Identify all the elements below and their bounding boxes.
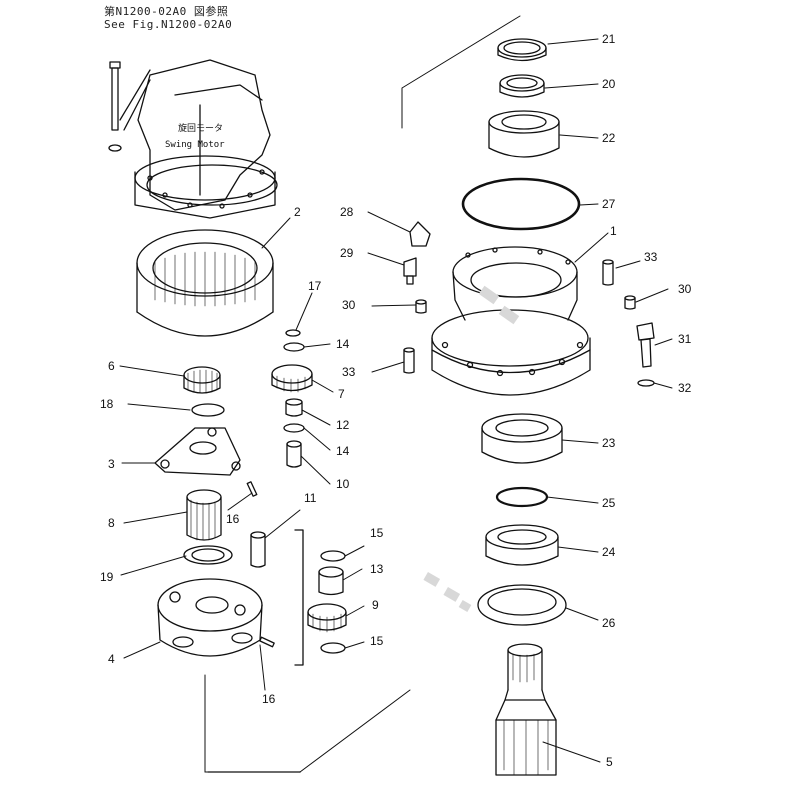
washer-15a — [320, 550, 346, 562]
bolt-31 — [636, 322, 655, 368]
collar-20 — [499, 74, 545, 98]
fitting-29 — [403, 257, 417, 285]
callout-33-left: 33 — [342, 365, 356, 379]
bracket-stack — [294, 529, 304, 666]
pin-33b — [602, 259, 614, 286]
callout-13: 13 — [370, 562, 384, 576]
swing-motor-label-jp: 旋回モータ — [178, 122, 223, 134]
callout-21: 21 — [602, 32, 616, 46]
callout-29: 29 — [340, 246, 354, 260]
gear-8 — [186, 489, 222, 541]
callout-18: 18 — [100, 397, 114, 411]
washer-14a — [283, 342, 305, 352]
pin-16b — [259, 636, 275, 648]
callout-19: 19 — [100, 570, 114, 584]
pinion-shaft-5 — [495, 643, 557, 776]
plug-30b — [624, 295, 636, 310]
carrier-4 — [157, 578, 263, 657]
callout-30-left: 30 — [342, 298, 356, 312]
o-ring-25 — [495, 486, 549, 508]
callout-26: 26 — [602, 616, 616, 630]
callout-9: 9 — [372, 598, 379, 612]
callout-3: 3 — [108, 457, 115, 471]
callout-12: 12 — [336, 418, 350, 432]
housing-1 — [431, 246, 591, 396]
callout-11: 11 — [304, 491, 317, 505]
callout-14-bottom: 14 — [336, 444, 350, 458]
gear-6 — [183, 366, 221, 394]
callout-10: 10 — [336, 477, 350, 491]
o-ring-27 — [461, 177, 581, 231]
callout-6: 6 — [108, 359, 115, 373]
seal-21 — [497, 38, 547, 62]
callout-1: 1 — [610, 224, 617, 238]
swing-motor-label-en: Swing Motor — [165, 140, 225, 150]
washer-15b — [320, 642, 346, 654]
washer-14b — [283, 423, 305, 433]
ring-gear-2 — [136, 229, 274, 337]
pin-10 — [286, 440, 302, 468]
callout-20: 20 — [602, 77, 616, 91]
gear-9 — [307, 603, 347, 633]
ring-17 — [285, 329, 301, 337]
callout-16-bottom: 16 — [262, 692, 276, 706]
washer-32 — [637, 379, 655, 387]
reference-line-jp: 第N1200-02A0 図参照 — [104, 5, 229, 18]
pin-33a — [403, 347, 415, 374]
callout-7: 7 — [338, 387, 345, 401]
callout-8: 8 — [108, 516, 115, 530]
callout-17: 17 — [308, 279, 322, 293]
callout-27: 27 — [602, 197, 616, 211]
callout-5: 5 — [606, 755, 613, 769]
callout-25: 25 — [602, 496, 616, 510]
plug-30a — [415, 299, 427, 314]
callout-31: 31 — [678, 332, 692, 346]
swing-motor-drawing — [108, 59, 278, 219]
bearing-12 — [285, 398, 303, 417]
callout-22: 22 — [602, 131, 616, 145]
pin-16a — [246, 481, 258, 497]
snap-ring-18 — [191, 403, 225, 417]
reference-line-en: See Fig.N1200-02A0 — [104, 18, 233, 31]
callout-28: 28 — [340, 205, 354, 219]
callout-33-right: 33 — [644, 250, 658, 264]
watermark — [423, 285, 520, 612]
carrier-3 — [154, 427, 241, 476]
bearing-22 — [488, 110, 560, 158]
callout-30-right: 30 — [678, 282, 692, 296]
elbow-28 — [409, 221, 431, 247]
seal-26 — [477, 584, 567, 626]
callout-15-top: 15 — [370, 526, 384, 540]
bearing-13 — [318, 566, 344, 596]
shaft-11 — [250, 531, 266, 568]
bearing-23 — [481, 413, 563, 464]
callout-23: 23 — [602, 436, 616, 450]
callout-16-top: 16 — [226, 512, 240, 526]
thrust-washer-19 — [183, 545, 233, 565]
gear-7 — [271, 364, 313, 393]
callout-15-bottom: 15 — [370, 634, 384, 648]
callout-4: 4 — [108, 652, 115, 666]
collar-24 — [485, 524, 559, 566]
callout-14-top: 14 — [336, 337, 350, 351]
callout-2: 2 — [294, 205, 301, 219]
callout-32: 32 — [678, 381, 692, 395]
callout-24: 24 — [602, 545, 616, 559]
